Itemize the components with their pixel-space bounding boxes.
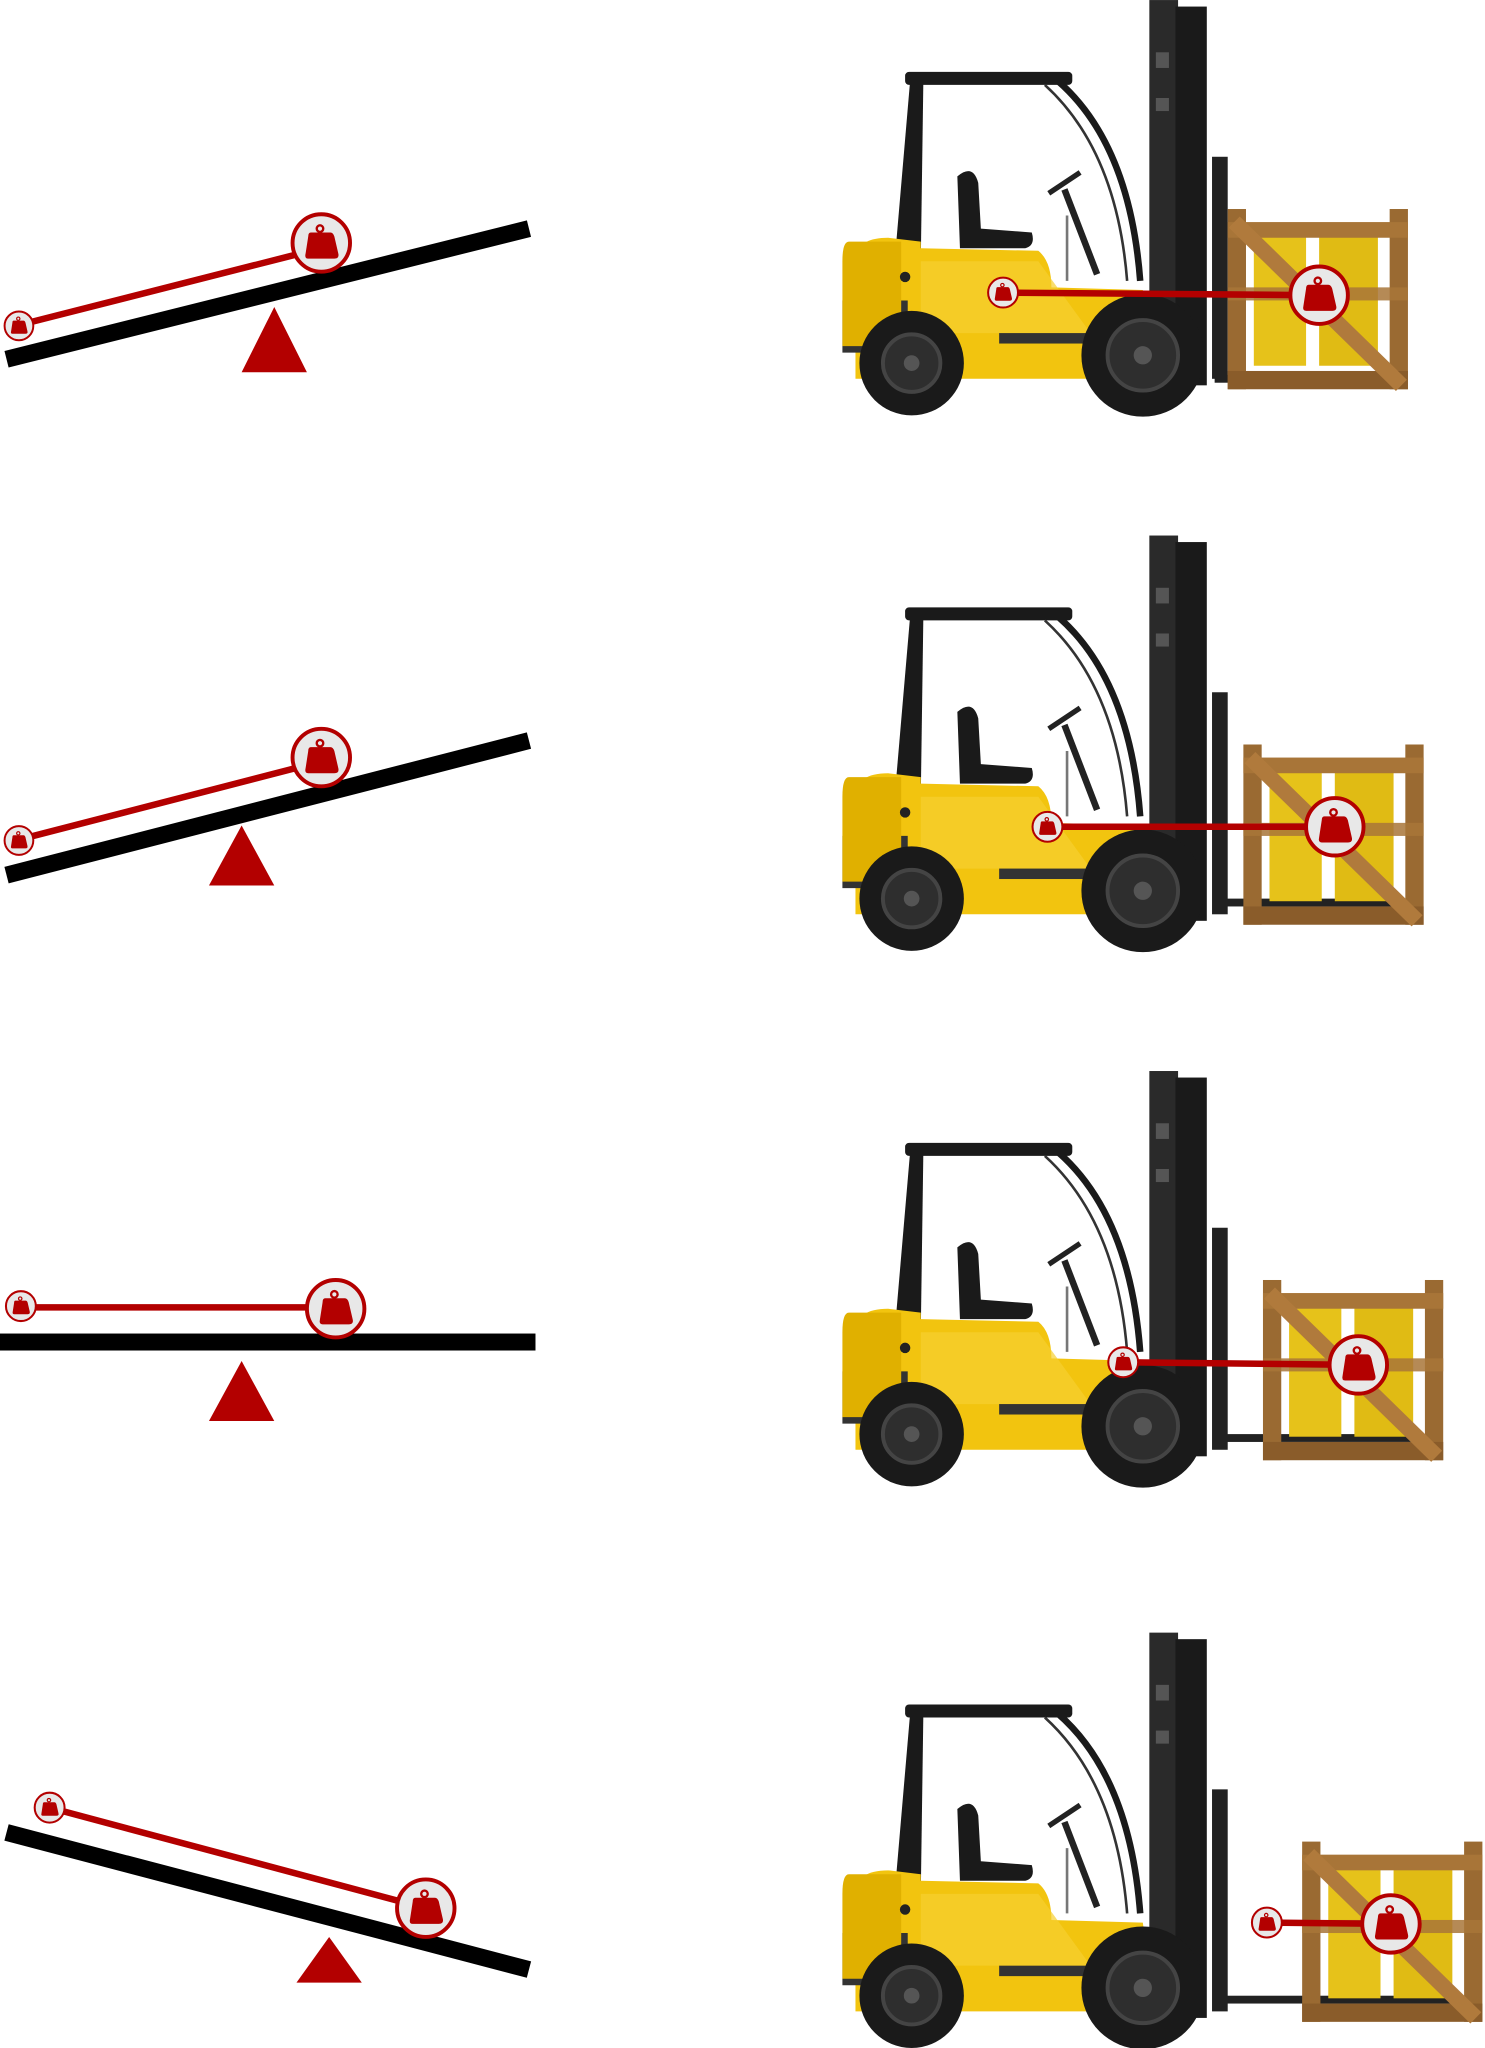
small-weight-icon <box>33 1791 66 1824</box>
seesaw-4 <box>4 1791 532 1983</box>
seesaw-2 <box>3 726 532 886</box>
fulcrum-triangle <box>296 1936 362 1983</box>
forklift-1 <box>842 0 1408 417</box>
large-weight-icon <box>290 726 352 789</box>
small-weight-icon <box>1250 1906 1283 1939</box>
fulcrum-triangle <box>208 1360 275 1422</box>
large-weight-icon <box>395 1877 457 1939</box>
large-weight-icon <box>1360 1893 1422 1955</box>
large-weight-icon <box>304 1278 367 1340</box>
small-weight-icon <box>1107 1346 1140 1379</box>
forklift-3 <box>842 1071 1443 1488</box>
forklift-4 <box>842 1633 1482 2048</box>
small-weight-icon <box>4 1290 37 1323</box>
seesaw-3 <box>0 1278 536 1422</box>
forklift-icon <box>842 1633 1227 2048</box>
forklift-icon <box>842 1071 1227 1488</box>
fulcrum-triangle <box>208 825 275 886</box>
large-weight-icon <box>1304 796 1366 858</box>
forklift-icon <box>842 536 1227 953</box>
small-weight-icon <box>987 276 1020 309</box>
large-weight-icon <box>290 212 352 274</box>
large-weight-icon <box>1327 1334 1390 1396</box>
fulcrum-triangle <box>241 306 307 373</box>
forklift-2 <box>842 536 1423 953</box>
small-weight-icon <box>3 310 35 342</box>
small-weight-icon <box>1031 810 1064 843</box>
seesaw-1 <box>3 212 532 373</box>
forklift-icon <box>842 0 1227 417</box>
small-weight-icon <box>3 825 35 856</box>
large-weight-icon <box>1288 264 1350 326</box>
